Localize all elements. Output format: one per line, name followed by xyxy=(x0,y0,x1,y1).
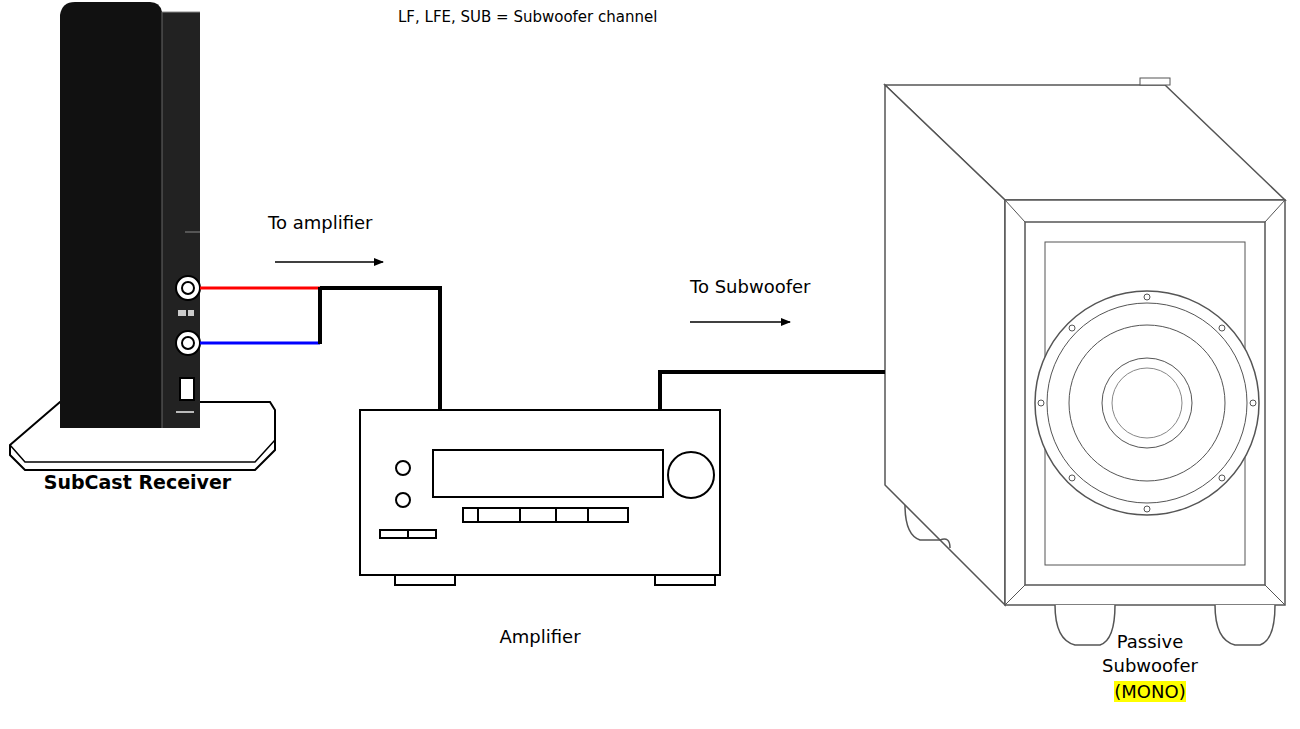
direction-arrow xyxy=(275,261,383,263)
direction-arrow xyxy=(690,321,790,323)
receiver-illustration xyxy=(10,2,275,470)
label-holder: Amplifier xyxy=(360,625,720,649)
receiver-node: SubCast Receiver xyxy=(5,0,320,500)
cable-connector xyxy=(660,322,885,410)
note-label: LF, LFE, SUB = Subwoofer channel xyxy=(398,8,657,26)
cable-line xyxy=(320,288,440,410)
amplifier-node: Amplifier xyxy=(360,410,720,660)
receiver-label: SubCast Receiver xyxy=(44,471,231,493)
label-holder: Passive Subwoofer xyxy=(1080,630,1220,679)
subwoofer-illustration xyxy=(885,78,1285,645)
receiver-wires xyxy=(200,287,320,344)
amplifier-label: Amplifier xyxy=(499,626,580,647)
subwoofer-label: Passive Subwoofer xyxy=(1102,631,1198,676)
label-holder: SubCast Receiver xyxy=(5,470,270,496)
cable-line xyxy=(660,372,885,410)
subwoofer-node: Passive Subwoofer (MONO) xyxy=(885,80,1285,725)
mono-label: (MONO) xyxy=(1114,681,1185,702)
label-holder: (MONO) xyxy=(1080,680,1220,704)
edge-label: To amplifier xyxy=(268,212,372,233)
cable-connector xyxy=(275,262,440,410)
edge-label: To Subwoofer xyxy=(690,276,811,297)
amplifier-illustration xyxy=(360,410,720,585)
